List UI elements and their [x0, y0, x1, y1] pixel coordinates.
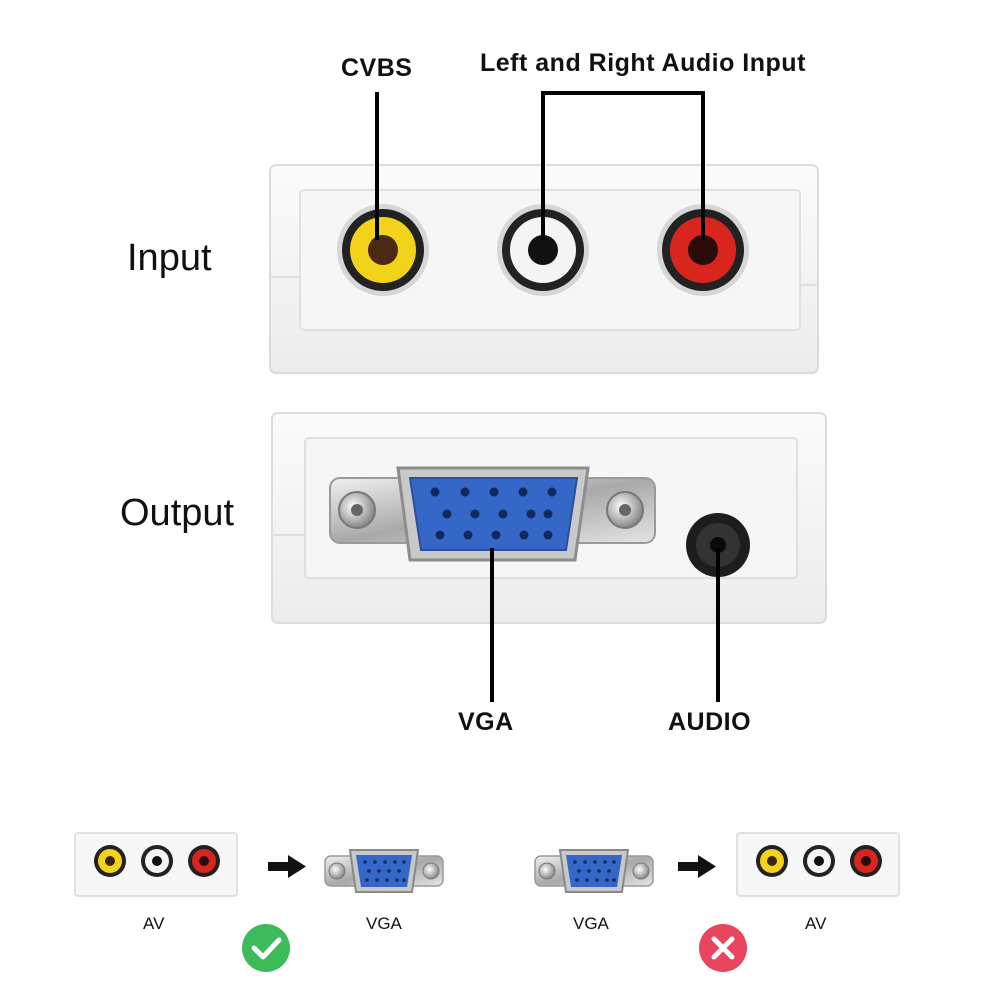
- input-label: Input: [127, 237, 212, 279]
- vga-mini-right: [534, 849, 654, 893]
- audio-input-label: Left and Right Audio Input: [480, 49, 806, 77]
- cvbs-label: CVBS: [341, 54, 413, 82]
- cvbs-jack: [337, 204, 429, 296]
- arrow-right-icon: [678, 855, 716, 878]
- check-icon: [242, 924, 290, 972]
- output-callout-lines: [490, 548, 720, 702]
- cross-icon: [699, 924, 747, 972]
- audio-right-jack: [657, 204, 749, 296]
- vga-port: [329, 466, 656, 562]
- vga-mini-left: [324, 849, 444, 893]
- compat-to-av: AV: [805, 914, 827, 933]
- audio-left-jack: [497, 204, 589, 296]
- av-mini-left: [74, 832, 238, 897]
- compat-from-vga: VGA: [573, 914, 609, 933]
- av-mini-right: [736, 832, 900, 897]
- vga-label: VGA: [458, 708, 514, 736]
- audio-out-port: [686, 513, 750, 577]
- compat-from-av: AV: [143, 914, 165, 933]
- audio-label: AUDIO: [668, 708, 752, 736]
- output-label: Output: [120, 492, 235, 534]
- arrow-right-icon: [268, 855, 306, 878]
- compat-to-vga: VGA: [366, 914, 402, 933]
- input-callout-lines: [375, 91, 705, 240]
